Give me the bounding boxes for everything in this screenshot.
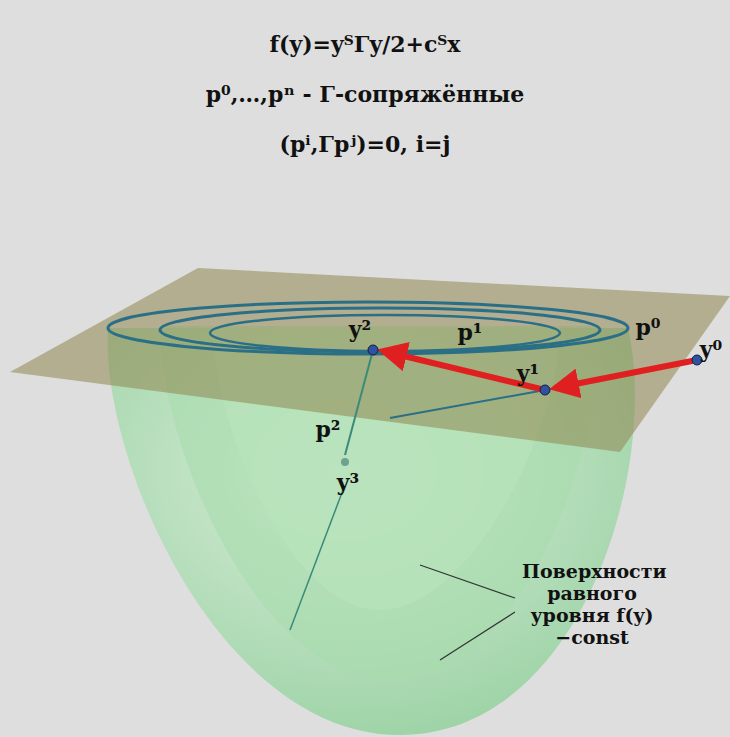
direction-line xyxy=(390,390,545,418)
vector-label: p² xyxy=(315,417,340,442)
point-label: y² xyxy=(349,317,371,342)
point xyxy=(368,345,378,355)
formula: (pⁱ,Γpʲ)=0, i=j xyxy=(280,132,451,157)
level-curve xyxy=(160,308,600,352)
direction-line xyxy=(290,490,343,630)
formula: p⁰,…,pⁿ - Γ-сопряжённые xyxy=(206,82,525,107)
direction-line xyxy=(345,350,373,455)
level-curve xyxy=(210,315,560,351)
point-label: y¹ xyxy=(517,361,539,386)
formula: f(y)=yᵀΓy/2+cᵀx xyxy=(270,32,461,57)
point xyxy=(341,458,349,466)
vector-label: p⁰ xyxy=(635,315,660,340)
step-arrow xyxy=(555,360,697,388)
leader-line xyxy=(420,565,515,598)
point-label: y⁰ xyxy=(700,337,722,362)
step-arrow xyxy=(383,351,545,390)
level-curve xyxy=(108,302,628,354)
leader-line xyxy=(440,612,515,660)
vector-label: p¹ xyxy=(457,320,482,345)
point-label: y³ xyxy=(337,470,359,495)
caption-label: Поверхности равного уровня f(y)−const xyxy=(522,561,662,648)
point xyxy=(540,385,550,395)
